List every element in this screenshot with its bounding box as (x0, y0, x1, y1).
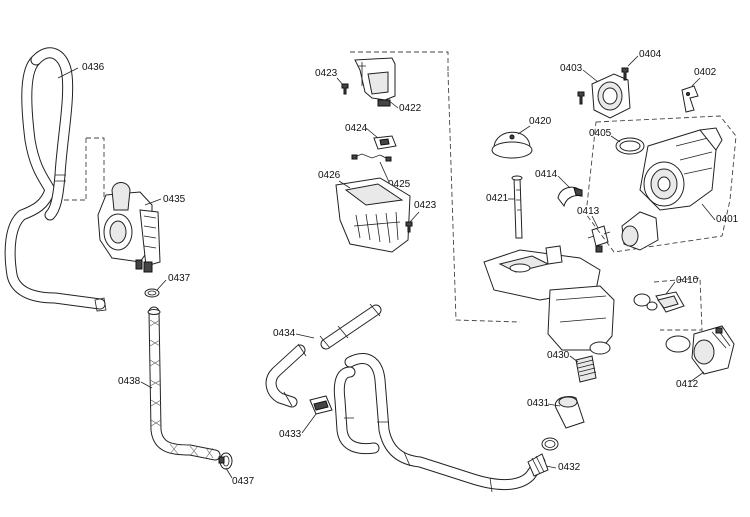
dashed-guide-frame (350, 51, 521, 323)
part-0420-cap[interactable] (491, 131, 533, 159)
label-0430: 0430 (547, 350, 570, 361)
part-0435-drain-pump[interactable] (97, 182, 161, 273)
label-0405: 0405 (589, 128, 612, 139)
label-0424: 0424 (345, 123, 368, 134)
dashed-frame-0401 (585, 115, 737, 253)
part-0437-clamp-lower[interactable] (218, 452, 233, 470)
label-0402: 0402 (694, 67, 717, 78)
label-0413: 0413 (577, 206, 600, 217)
label-0403: 0403 (560, 63, 583, 74)
label-0423-upper: 0423 (315, 68, 338, 79)
label-0433: 0433 (279, 429, 302, 440)
label-0422: 0422 (399, 103, 422, 114)
part-0425-wire-clip[interactable] (351, 153, 392, 162)
part-0432-hose[interactable] (333, 353, 549, 493)
label-0425: 0425 (388, 179, 411, 190)
label-0431: 0431 (527, 398, 550, 409)
part-0423-screw-lower[interactable] (405, 221, 413, 233)
label-0426: 0426 (318, 170, 341, 181)
label-0414: 0414 (535, 169, 558, 180)
part-0424-switch[interactable] (373, 135, 397, 150)
label-0432: 0432 (558, 462, 581, 473)
part-0413-sensor[interactable] (587, 225, 611, 253)
part-0403-seal[interactable] (591, 73, 631, 119)
part-0434-hose-set[interactable] (265, 303, 382, 408)
part-0405-ring[interactable] (615, 137, 645, 155)
part-0412-motor[interactable] (665, 325, 735, 375)
label-0437-lower: 0437 (232, 476, 255, 487)
part-0430-filter[interactable] (575, 355, 597, 383)
label-0410: 0410 (676, 275, 699, 286)
part-0433-connector[interactable] (309, 395, 333, 415)
part-screw-0403[interactable] (577, 91, 585, 105)
part-0414-clip[interactable] (557, 186, 583, 208)
part-0437-clamp-upper[interactable] (144, 288, 160, 298)
label-0438: 0438 (118, 376, 141, 387)
label-0435: 0435 (163, 194, 186, 205)
part-0436-drain-hose[interactable] (4, 47, 107, 312)
part-0438-hose[interactable] (147, 306, 221, 461)
part-0421-filter-rod[interactable] (511, 175, 523, 239)
label-0434: 0434 (273, 328, 296, 339)
part-0431-cap-elbow[interactable] (554, 395, 585, 429)
dashed-frame-0410 (653, 277, 703, 331)
label-0437-upper: 0437 (168, 273, 191, 284)
part-0422-bracket[interactable] (354, 57, 396, 107)
label-0412: 0412 (676, 379, 699, 390)
part-seal-ring[interactable] (541, 437, 559, 451)
label-0436: 0436 (82, 62, 105, 73)
part-0401-pump-heater[interactable] (621, 127, 723, 251)
label-0423-lower: 0423 (414, 200, 437, 211)
label-0421: 0421 (486, 193, 509, 204)
label-0404: 0404 (639, 49, 662, 60)
part-sump-housing[interactable] (483, 245, 615, 355)
part-0402-clip[interactable] (681, 85, 699, 113)
part-0426-cover[interactable] (335, 177, 411, 253)
label-0401: 0401 (716, 214, 739, 225)
label-0420: 0420 (529, 116, 552, 127)
part-0404-screw[interactable] (621, 67, 629, 81)
part-0410-connector[interactable] (633, 291, 685, 313)
part-0423-screw-upper[interactable] (341, 83, 349, 95)
